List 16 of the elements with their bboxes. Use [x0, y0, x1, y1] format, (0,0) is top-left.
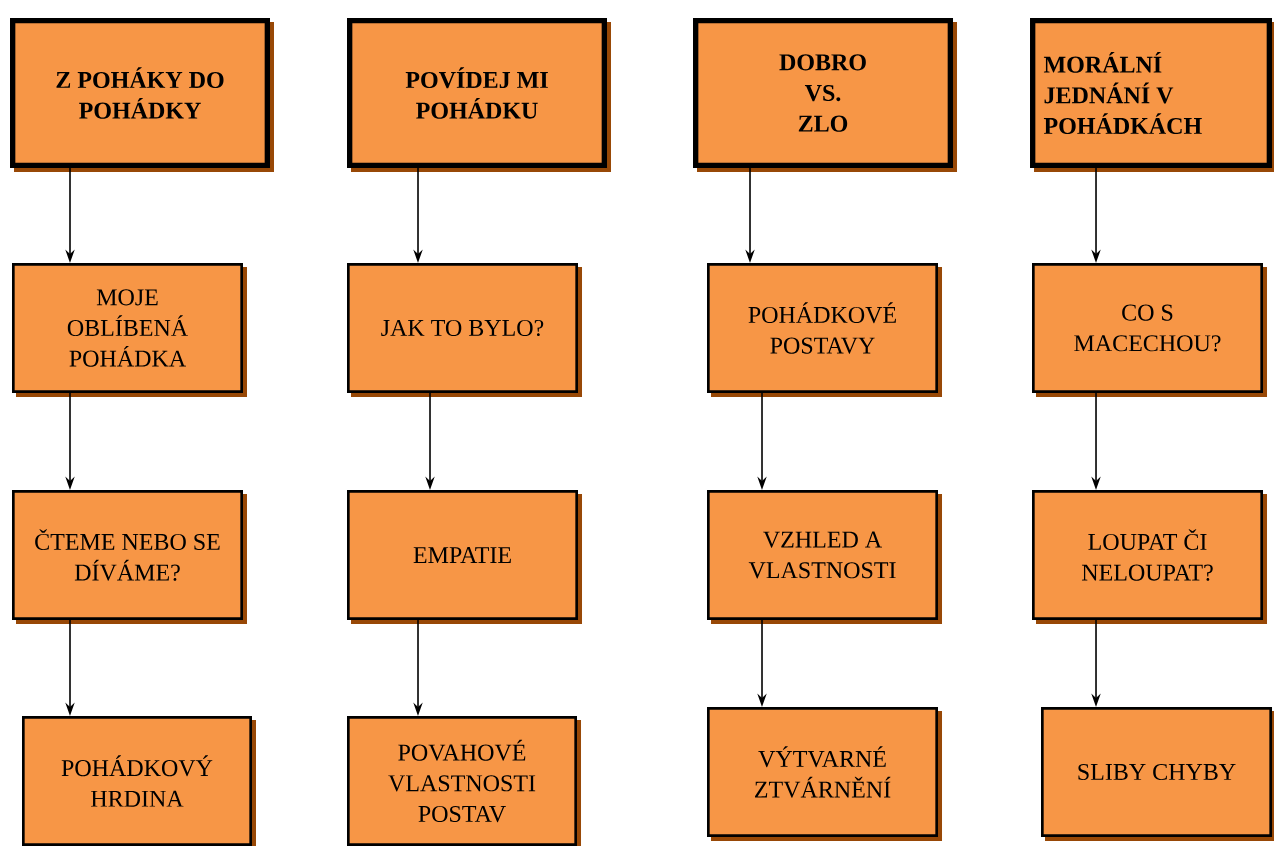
topic-box: VZHLED A VLASTNOSTI — [707, 490, 942, 624]
topic-box: CO S MACECHOU? — [1032, 263, 1267, 397]
topic-box: POHÁDKOVÉ POSTAVY — [707, 263, 942, 397]
topic-box: EMPATIE — [347, 490, 582, 624]
heading-box: POVÍDEJ MI POHÁDKU — [347, 18, 611, 172]
topic-box: MOJE OBLÍBENÁ POHÁDKA — [12, 263, 247, 397]
heading-box: DOBRO VS. ZLO — [693, 18, 957, 172]
topic-box: POHÁDKOVÝ HRDINA — [22, 716, 256, 846]
topic-box: VÝTVARNÉ ZTVÁRNĚNÍ — [707, 707, 942, 841]
heading-box: Z POHÁKY DO POHÁDKY — [10, 18, 274, 172]
topic-box: POVAHOVÉ VLASTNOSTI POSTAV — [347, 716, 581, 846]
topic-box: JAK TO BYLO? — [347, 263, 582, 397]
topic-box: LOUPAT ČI NELOUPAT? — [1032, 490, 1267, 624]
topic-box: SLIBY CHYBY — [1041, 707, 1274, 841]
topic-box: ČTEME NEBO SE DÍVÁME? — [12, 490, 247, 624]
heading-box: MORÁLNÍ JEDNÁNÍ V POHÁDKÁCH — [1030, 18, 1274, 172]
